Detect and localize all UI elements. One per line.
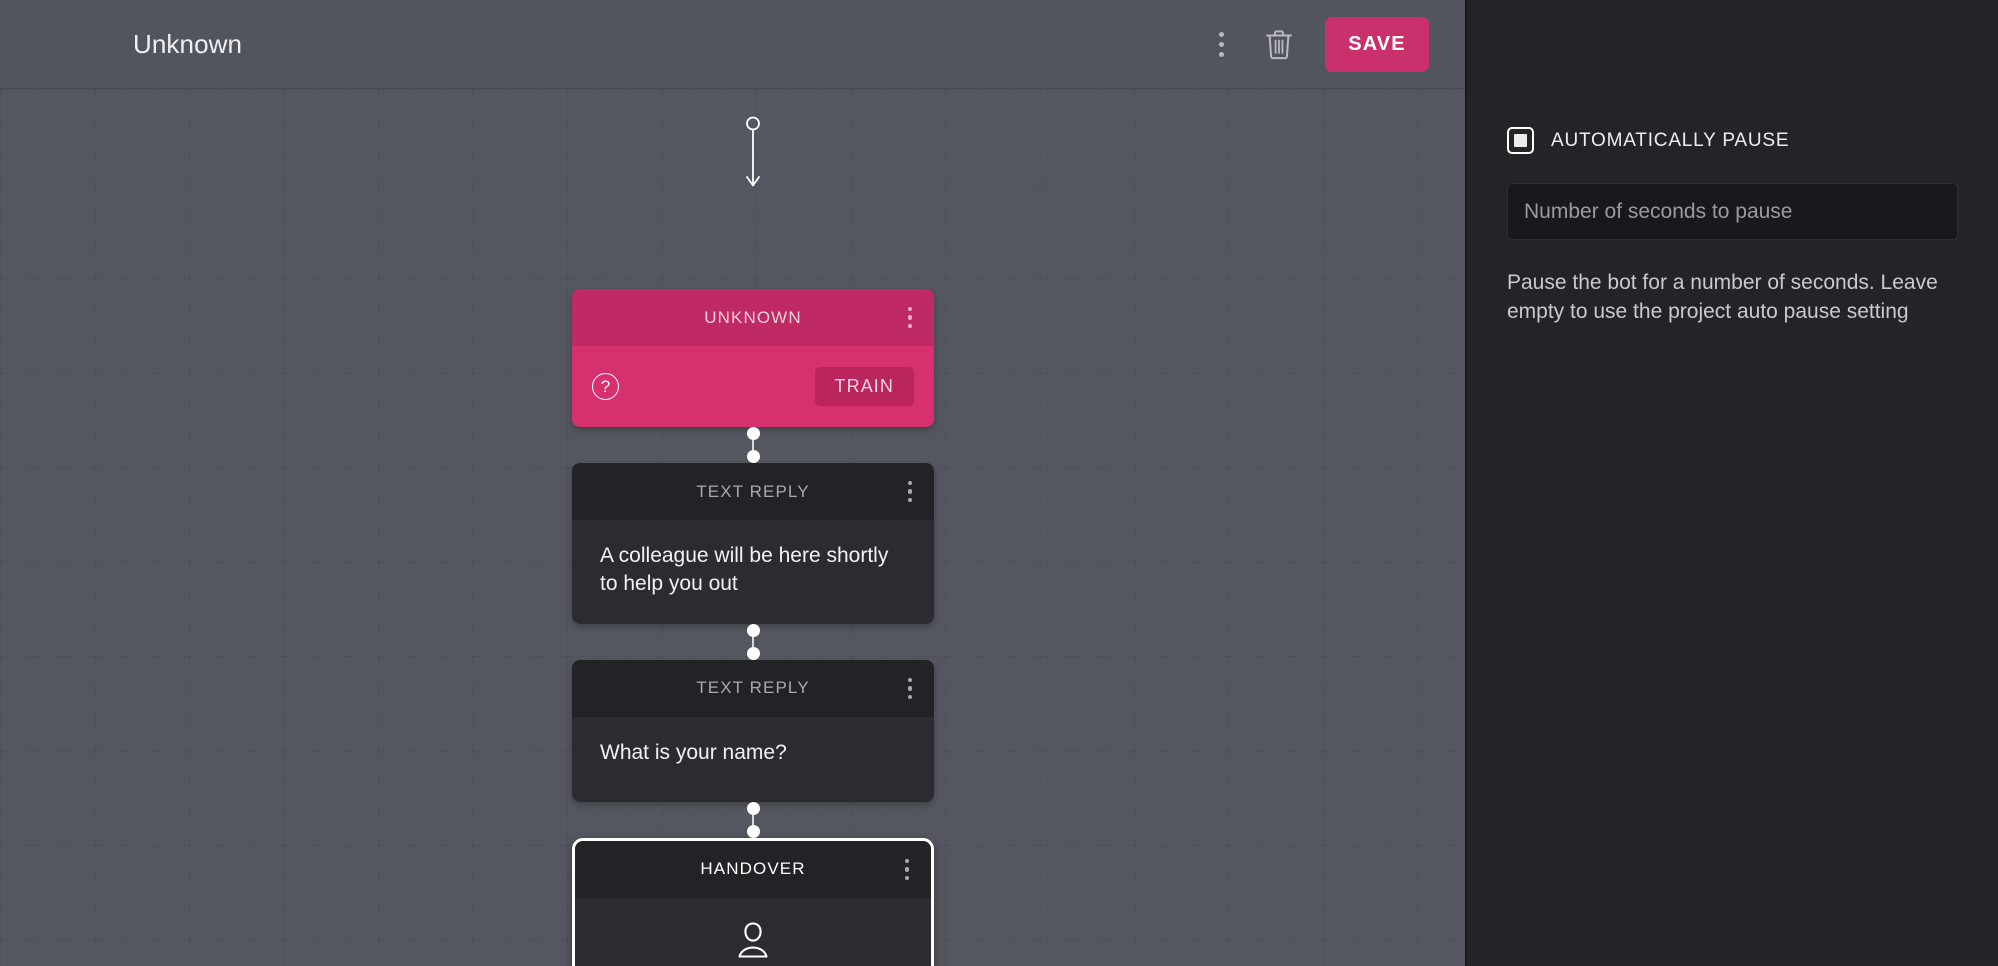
kebab-dot	[907, 686, 913, 691]
kebab-dot	[907, 480, 913, 486]
node-text-reply-2-header: TEXT REPLY	[572, 659, 934, 717]
node-text-reply-2[interactable]: TEXT REPLY What is your name?	[572, 659, 934, 802]
checkbox-checked-indicator	[1514, 134, 1527, 147]
node-text-reply-2-text: What is your name?	[600, 740, 787, 764]
node-handover-title: HANDOVER	[700, 859, 806, 879]
entry-arrow-svg	[746, 116, 760, 187]
node-unknown-kebab-menu-icon[interactable]	[896, 302, 924, 334]
node-handover-body	[575, 897, 931, 966]
properties-panel: AUTOMATICALLY PAUSE Pause the bot for a …	[1465, 0, 1998, 966]
node-text-reply-1-kebab-menu-icon[interactable]	[896, 476, 924, 508]
connector-dot-in[interactable]	[746, 824, 760, 838]
top-toolbar: Unknown	[0, 0, 1465, 89]
node-text-reply-2-title: TEXT REPLY	[696, 678, 810, 698]
kebab-dot	[907, 497, 913, 503]
editor-area: Unknown	[0, 0, 1465, 966]
kebab-dot	[907, 677, 913, 683]
flow-entry-arrow	[746, 116, 760, 196]
person-icon	[738, 922, 768, 958]
auto-pause-label: AUTOMATICALLY PAUSE	[1551, 129, 1790, 151]
connector-dot-out[interactable]	[746, 623, 760, 637]
kebab-dot	[904, 867, 910, 872]
auto-pause-description: Pause the bot for a number of seconds. L…	[1507, 271, 1938, 323]
node-handover[interactable]: HANDOVER	[572, 837, 934, 966]
kebab-dot	[907, 489, 913, 494]
trash-icon[interactable]	[1251, 20, 1307, 68]
node-unknown-title: UNKNOWN	[704, 307, 802, 327]
trash-icon-svg	[1266, 29, 1292, 59]
node-connector	[572, 801, 934, 838]
help-icon[interactable]: ?	[592, 373, 619, 400]
flow-canvas[interactable]: UNKNOWN ? TRAIN	[0, 89, 1465, 966]
kebab-dot	[904, 858, 910, 864]
node-text-reply-1-text: A colleague will be here shortly to help…	[600, 544, 889, 595]
kebab-dot	[907, 323, 913, 329]
kebab-dot	[1218, 31, 1224, 37]
seconds-to-pause-input[interactable]	[1507, 183, 1958, 240]
auto-pause-row: AUTOMATICALLY PAUSE	[1507, 127, 1958, 154]
node-text-reply-2-kebab-menu-icon[interactable]	[896, 672, 924, 704]
connector-dot-out[interactable]	[746, 801, 760, 815]
toolbar-actions: SAVE	[1197, 16, 1429, 72]
save-button[interactable]: SAVE	[1325, 16, 1429, 72]
kebab-dot	[1218, 51, 1224, 57]
connector-dot-in[interactable]	[746, 646, 760, 660]
node-text-reply-2-body: What is your name?	[572, 716, 934, 802]
node-connector	[572, 623, 934, 660]
kebab-dot	[907, 315, 913, 320]
train-button[interactable]: TRAIN	[814, 367, 914, 406]
node-text-reply-1-header: TEXT REPLY	[572, 463, 934, 520]
node-handover-header: HANDOVER	[575, 840, 931, 898]
connector-line	[752, 636, 754, 647]
node-text-reply-1[interactable]: TEXT REPLY A colleague will be here shor…	[572, 463, 934, 624]
connector-dot-out[interactable]	[746, 427, 760, 440]
kebab-dot	[1218, 41, 1224, 47]
node-unknown-body: ? TRAIN	[572, 346, 934, 427]
node-text-reply-1-body: A colleague will be here shortly to help…	[572, 520, 934, 624]
node-handover-kebab-menu-icon[interactable]	[893, 853, 921, 885]
auto-pause-checkbox[interactable]	[1507, 127, 1534, 154]
node-connector	[572, 427, 934, 463]
node-unknown-header: UNKNOWN	[572, 289, 934, 346]
page-title: Unknown	[133, 28, 243, 59]
kebab-dot	[907, 306, 913, 312]
node-unknown[interactable]: UNKNOWN ? TRAIN	[572, 289, 934, 427]
kebab-dot	[907, 694, 913, 700]
kebab-menu-icon[interactable]	[1197, 20, 1245, 68]
connector-line	[752, 440, 754, 450]
connector-line	[752, 814, 754, 825]
kebab-dot	[904, 875, 910, 881]
flow-graph: UNKNOWN ? TRAIN	[572, 89, 934, 966]
node-text-reply-1-title: TEXT REPLY	[696, 481, 810, 501]
connector-dot-in[interactable]	[746, 450, 760, 463]
